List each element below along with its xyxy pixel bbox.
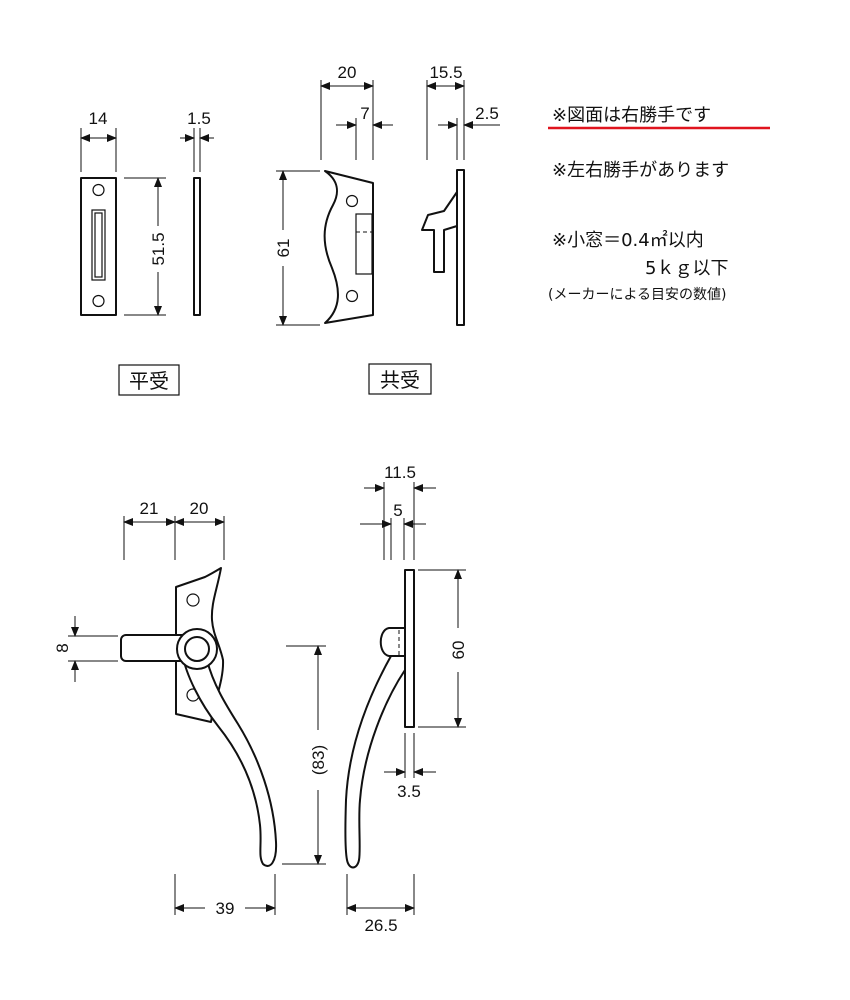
- dim-handle-arm: 21: [123, 499, 176, 560]
- dim-flat-height-label: 51.5: [149, 232, 168, 265]
- dim-shared-width-label: 20: [338, 63, 357, 82]
- dim-handle-plate-width: 20: [174, 499, 225, 560]
- dim-side-reach-label: 26.5: [364, 916, 397, 935]
- dim-shared-width: 20: [320, 63, 374, 160]
- dim-shared-slot: 7: [336, 104, 393, 160]
- note-window-size: ※小窓＝0.4㎡以内: [552, 230, 704, 251]
- shared-receiver-front-view: [323, 170, 374, 324]
- dim-shared-height-label: 61: [274, 239, 293, 258]
- dim-side-plate: 5: [360, 501, 426, 560]
- dim-handle-drop: (83): [282, 645, 328, 865]
- dim-handle-bar-label: 8: [53, 643, 72, 652]
- dim-side-bottom: 3.5: [384, 733, 436, 801]
- dim-flat-width: 14: [80, 109, 117, 172]
- dim-shared-plate: 2.5: [438, 104, 500, 160]
- dim-flat-width-label: 14: [89, 109, 108, 128]
- dim-shared-height: 61: [274, 170, 320, 326]
- dim-shared-plate-label: 2.5: [475, 104, 499, 123]
- dim-side-height: 60: [418, 569, 468, 728]
- dim-flat-thickness-label: 1.5: [187, 109, 211, 128]
- dim-handle-reach-label: 39: [216, 899, 235, 918]
- shared-receiver-side-view: [421, 169, 465, 326]
- dim-shared-depth: 15.5: [426, 63, 465, 160]
- flat-receiver-side-view: [193, 177, 201, 316]
- dim-flat-height: 51.5: [124, 177, 168, 316]
- note-weight: 5ｋｇ以下: [645, 258, 729, 279]
- flat-receiver-caption: 平受: [118, 364, 180, 396]
- dim-handle-bar: 8: [53, 616, 118, 682]
- dim-handle-reach: 39: [174, 874, 276, 918]
- dim-handle-drop-label: (83): [309, 745, 328, 775]
- shared-receiver-label: 共受: [380, 369, 420, 392]
- note-right-hand: ※図面は右勝手です: [552, 105, 712, 126]
- flat-receiver-front-view: [80, 177, 117, 316]
- handle-front-view: [120, 567, 278, 867]
- dim-flat-thickness: 1.5: [180, 109, 214, 172]
- dim-side-depth-label: 11.5: [384, 463, 416, 482]
- dim-shared-depth-label: 15.5: [429, 63, 462, 82]
- dim-side-reach: 26.5: [346, 874, 415, 935]
- dim-side-plate-label: 5: [393, 501, 402, 520]
- note-maker: (メーカーによる目安の数値): [548, 287, 727, 303]
- dim-handle-plate-width-label: 20: [190, 499, 209, 518]
- dim-side-height-label: 60: [449, 641, 468, 660]
- handle-side-view: [344, 569, 415, 869]
- flat-receiver-label: 平受: [129, 370, 169, 393]
- shared-receiver-caption: 共受: [368, 363, 432, 395]
- dim-handle-arm-label: 21: [140, 499, 159, 518]
- dim-shared-slot-label: 7: [360, 104, 369, 123]
- note-left-right: ※左右勝手があります: [552, 160, 730, 181]
- dim-side-bottom-label: 3.5: [397, 782, 421, 801]
